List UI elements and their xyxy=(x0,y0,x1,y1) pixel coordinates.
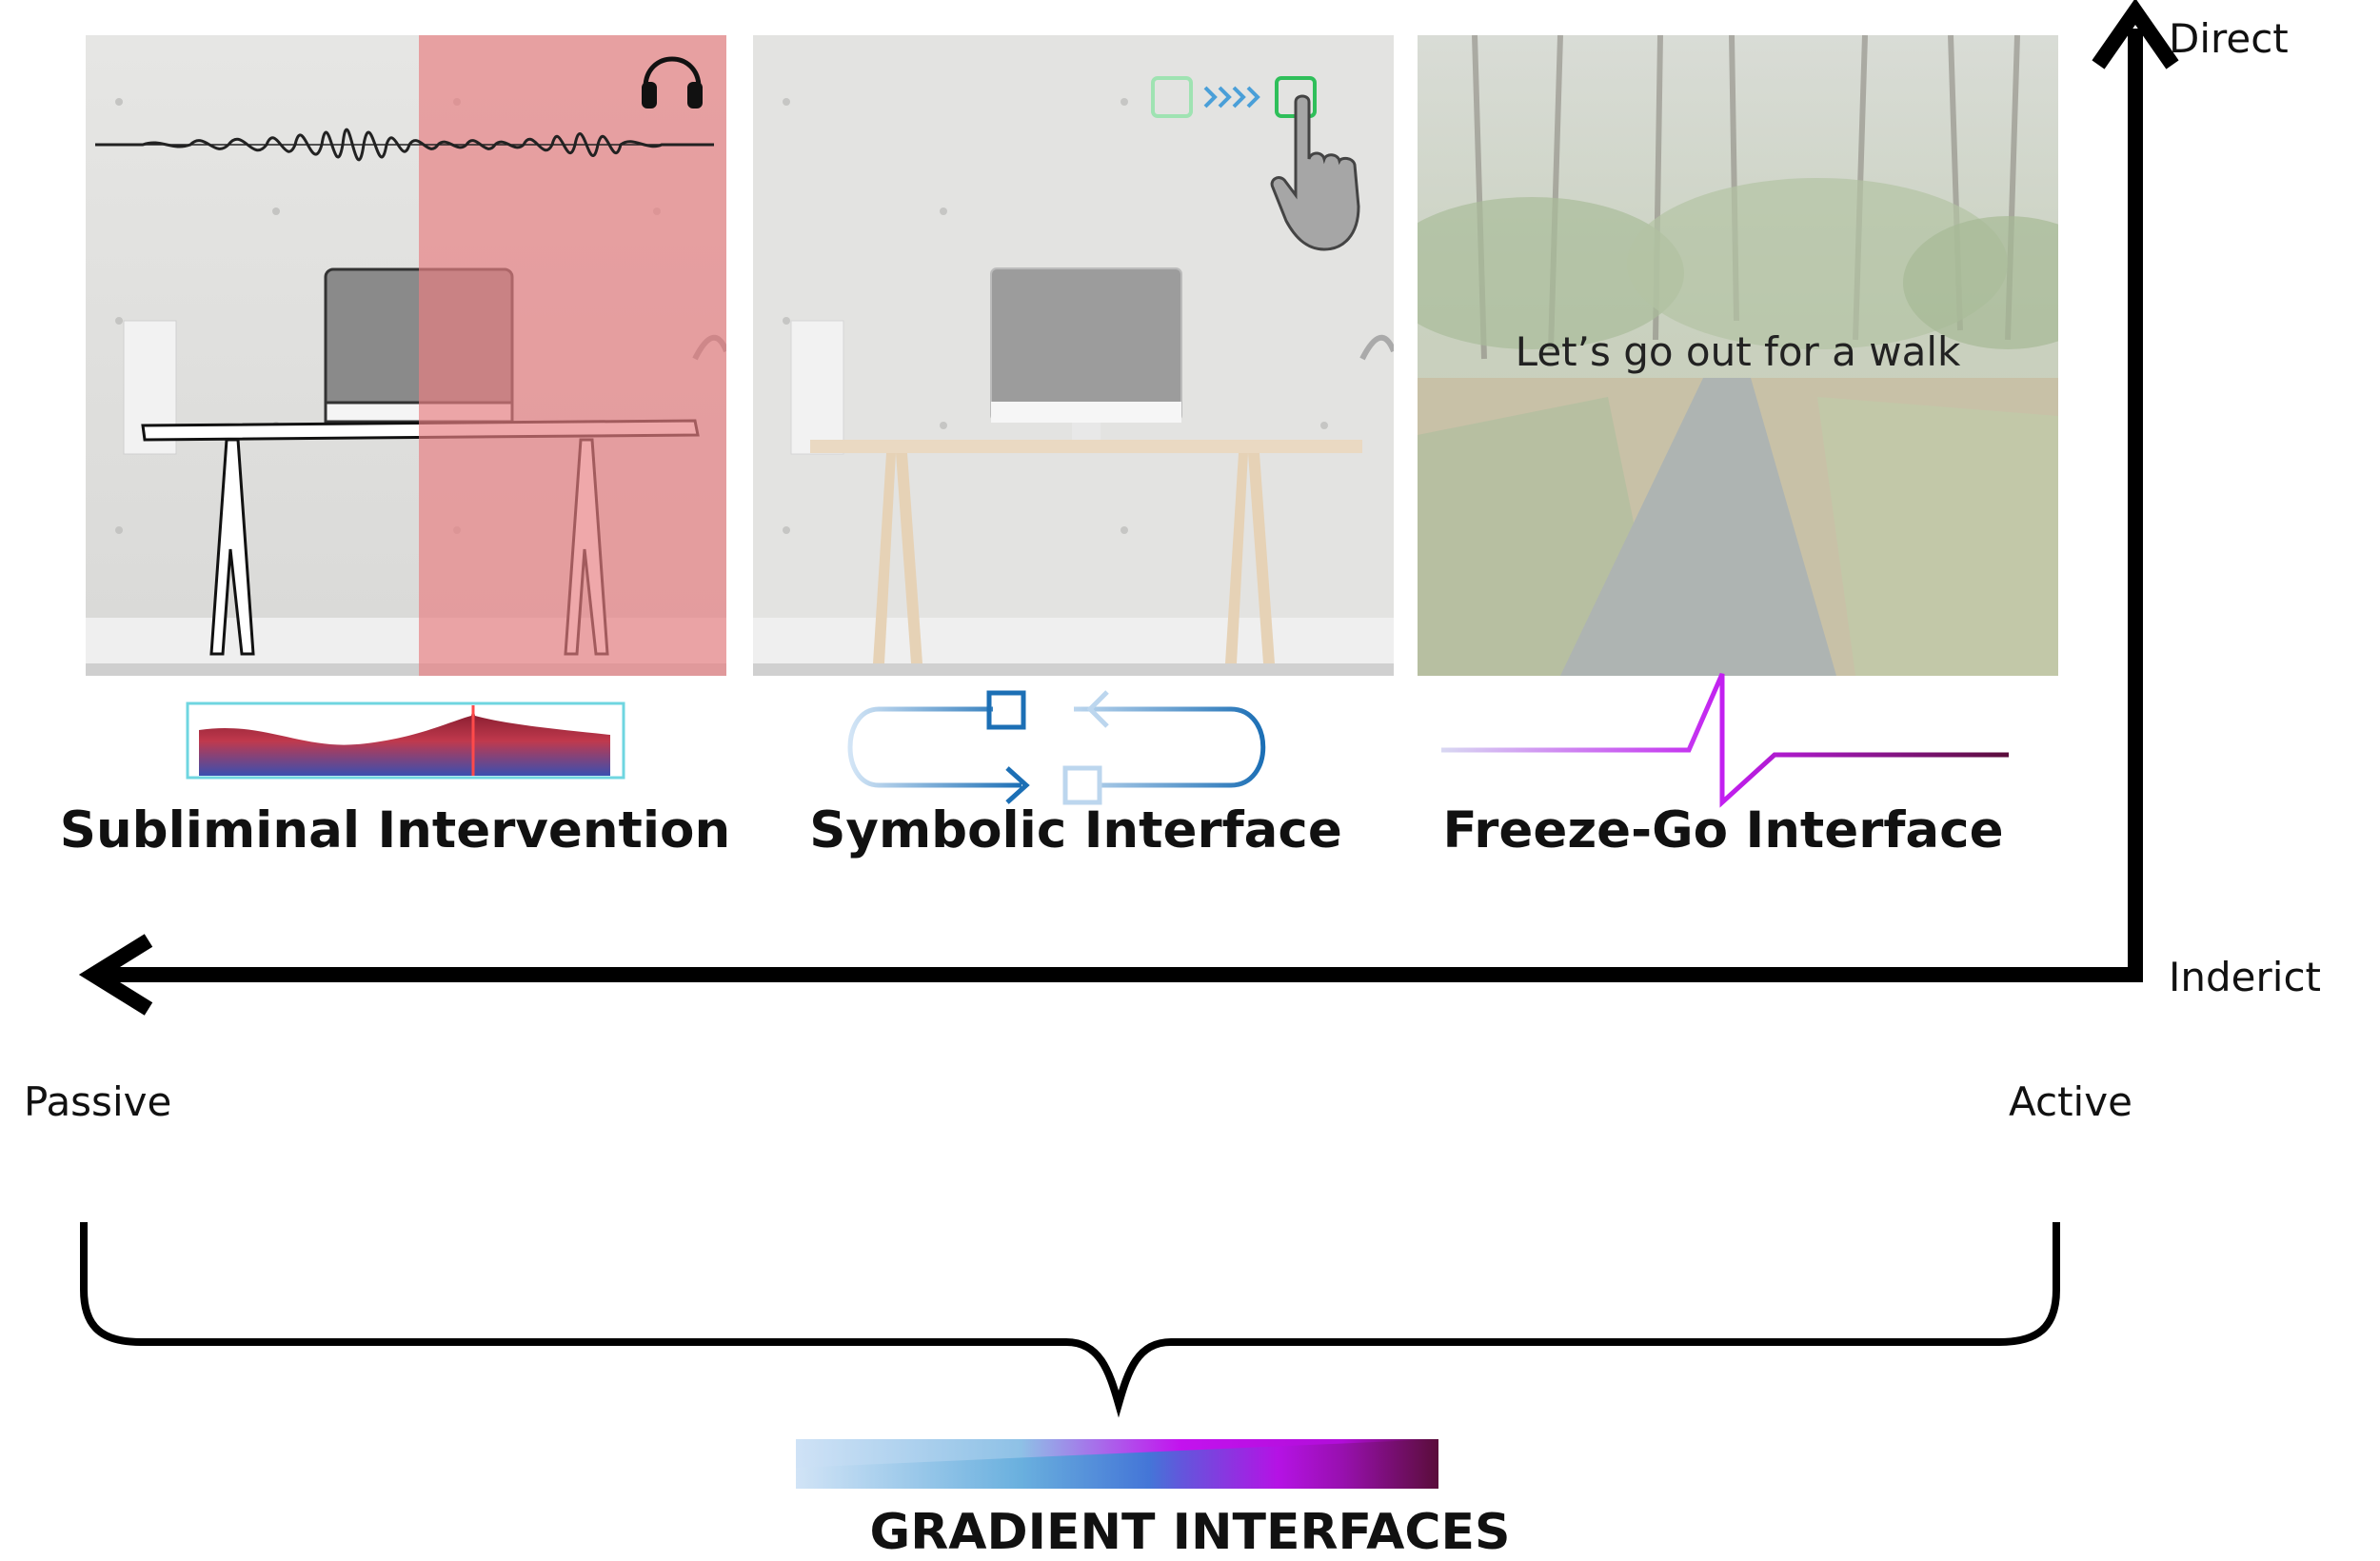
gradient-interfaces-title: GRADIENT INTERFACES xyxy=(869,1504,1511,1561)
axis-label-active: Active xyxy=(2009,1078,2132,1125)
symbolic-loop-icon xyxy=(847,690,1266,805)
symbolic-interface-title: Symbolic Interface xyxy=(809,801,1342,860)
vertical-axis-arrowhead xyxy=(2092,0,2179,69)
symbolic-panel-image xyxy=(753,35,1394,676)
axis-label-passive: Passive xyxy=(24,1078,172,1125)
subliminal-intervention-title: Subliminal Intervention xyxy=(59,801,731,860)
axis-label-indirect: Inderict xyxy=(2169,954,2322,1000)
freeze-go-panel-image: Let’s go out for a walk xyxy=(1418,35,2058,676)
subliminal-panel-image xyxy=(86,35,726,676)
freeze-go-pulse-icon xyxy=(1441,672,2009,808)
spectrogram-icon xyxy=(186,701,625,780)
freeze-go-interface-title: Freeze-Go Interface xyxy=(1442,801,2004,860)
axis-label-direct: Direct xyxy=(2169,15,2289,62)
freeze-go-caption: Let’s go out for a walk xyxy=(1515,328,1961,375)
horizontal-axis-arrowhead xyxy=(78,934,153,1016)
range-brace xyxy=(80,1222,2060,1418)
hand-pointer-icon xyxy=(1270,94,1360,251)
gradient-bar xyxy=(796,1439,1438,1489)
headphones-icon xyxy=(642,56,703,109)
